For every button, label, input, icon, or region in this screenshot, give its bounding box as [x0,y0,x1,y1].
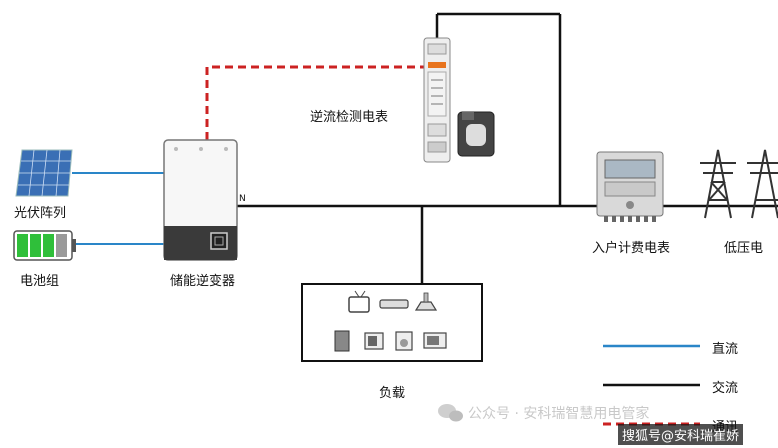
grid-label: 低压电 [724,241,764,256]
air-conditioner-icon [379,299,409,309]
washer-icon [395,331,413,351]
home-meter-icon [596,151,664,222]
watermark-sohu: 搜狐号@安科瑞崔娇 [618,424,744,445]
load-appliances [334,290,447,352]
pv-array-icon [15,149,73,197]
dc-wiring [72,172,164,245]
load-box [301,283,483,362]
home-meter-label: 入户计费电表 [592,241,671,256]
wechat-logo-icon [438,404,463,422]
grid-tower-icon [700,149,778,219]
legend-dc-label: 直流 [712,342,739,357]
range-hood-icon [414,292,438,311]
reverse-meter-icon [423,37,495,163]
fridge-icon [334,330,350,352]
neutral-marker: N [239,194,246,204]
microwave-icon [364,332,384,350]
pv-array-label: 光伏阵列 [14,206,67,221]
inverter-icon [163,139,238,261]
oven-icon [423,332,447,349]
reverse-meter-label: 逆流检测电表 [310,110,389,125]
tv-icon [348,290,370,313]
comm-line [205,65,430,140]
legend-ac-label: 交流 [712,381,739,396]
ac-wiring [237,12,778,284]
watermark-text: 公众号 · 安科瑞智慧用电管家 [468,406,650,422]
battery-label: 电池组 [20,274,60,289]
battery-icon [13,230,76,261]
load-label: 负载 [379,386,406,401]
inverter-label: 储能逆变器 [170,274,236,289]
